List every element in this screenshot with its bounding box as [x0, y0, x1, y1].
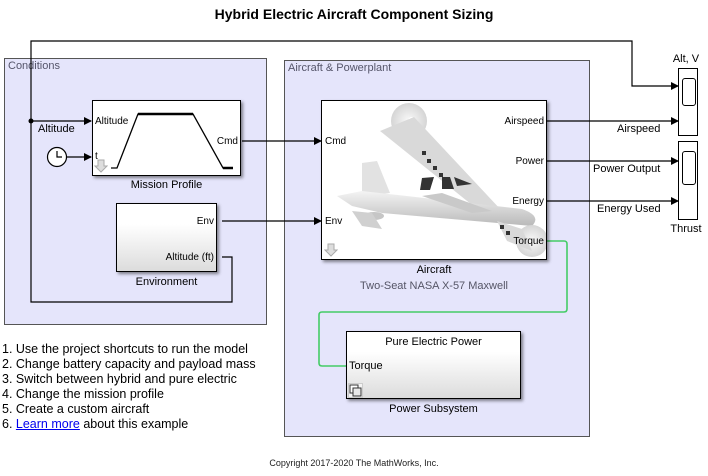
- altitude-signal-label: Altitude: [38, 123, 75, 135]
- scope-alt-v[interactable]: [678, 68, 698, 136]
- clock-block[interactable]: [46, 146, 68, 168]
- port-env-in: Env: [325, 216, 343, 227]
- port-power-out: Power: [515, 156, 544, 167]
- instruction-item: 2. Change battery capacity and payload m…: [2, 357, 256, 371]
- scope-thrust-label: Thrust: [670, 223, 702, 235]
- instructions-list: 1. Use the project shortcuts to run the …: [2, 342, 256, 432]
- energy-used-signal-label: Energy Used: [597, 203, 661, 215]
- scope-screen-icon: [682, 78, 696, 106]
- power-output-signal-label: Power Output: [593, 163, 661, 175]
- conditions-area-label: Conditions: [8, 60, 60, 72]
- port-altitude-in: Altitude: [95, 116, 129, 127]
- variant-subsystem-icon: [348, 383, 363, 398]
- port-airspeed-out: Airspeed: [504, 116, 544, 127]
- mission-profile-label: Mission Profile: [130, 179, 203, 191]
- environment-label: Environment: [135, 276, 198, 288]
- mission-profile-block[interactable]: Altitude t Cmd: [92, 100, 241, 176]
- down-arrow-icon: [324, 243, 338, 257]
- instruction-text: about this example: [79, 417, 189, 431]
- port-env-out: Env: [196, 216, 214, 227]
- airspeed-signal-label: Airspeed: [617, 123, 661, 135]
- clock-icon: [46, 146, 68, 168]
- port-cmd-out: Cmd: [216, 136, 238, 147]
- port-energy-out: Energy: [512, 196, 544, 207]
- trapezoid-profile-icon: [111, 112, 233, 170]
- aircraft-label: Aircraft: [416, 264, 452, 276]
- scope-thrust[interactable]: [678, 141, 698, 220]
- port-torque-in: Torque: [349, 360, 383, 372]
- model-title: Hybrid Electric Aircraft Component Sizin…: [214, 6, 494, 22]
- instruction-item: 1. Use the project shortcuts to run the …: [2, 342, 248, 356]
- scope-screen-icon: [682, 151, 696, 185]
- scope-alt-v-label: Alt, V: [672, 53, 700, 65]
- aircraft-subtitle: Two-Seat NASA X-57 Maxwell: [360, 280, 508, 292]
- variant-label: Pure Electric Power: [385, 336, 482, 348]
- environment-block[interactable]: Env Altitude (ft): [116, 203, 217, 272]
- port-altitude-ft-out: Altitude (ft): [165, 252, 214, 263]
- instruction-item: 4. Change the mission profile: [2, 387, 164, 401]
- port-cmd-in: Cmd: [325, 136, 347, 147]
- power-subsystem-label: Power Subsystem: [389, 403, 478, 415]
- instruction-item: 6. Learn more about this example: [2, 417, 256, 432]
- copyright-text: Copyright 2017-2020 The MathWorks, Inc.: [269, 458, 439, 468]
- learn-more-link[interactable]: Learn more: [15, 417, 80, 431]
- port-t-in: t: [95, 151, 98, 162]
- aircraft-block[interactable]: Cmd Env Airspeed Power Energy Torque: [321, 100, 547, 260]
- power-subsystem-block[interactable]: Pure Electric Power Torque: [346, 331, 521, 399]
- instruction-number: 6.: [2, 417, 16, 431]
- aircraft-image: [337, 103, 546, 257]
- down-arrow-icon: [94, 159, 108, 173]
- instruction-item: 3. Switch between hybrid and pure electr…: [2, 372, 237, 386]
- instruction-item: 5. Create a custom aircraft: [2, 402, 150, 416]
- aircraft-powerplant-area-label: Aircraft & Powerplant: [288, 62, 392, 74]
- port-torque-out: Torque: [513, 236, 544, 247]
